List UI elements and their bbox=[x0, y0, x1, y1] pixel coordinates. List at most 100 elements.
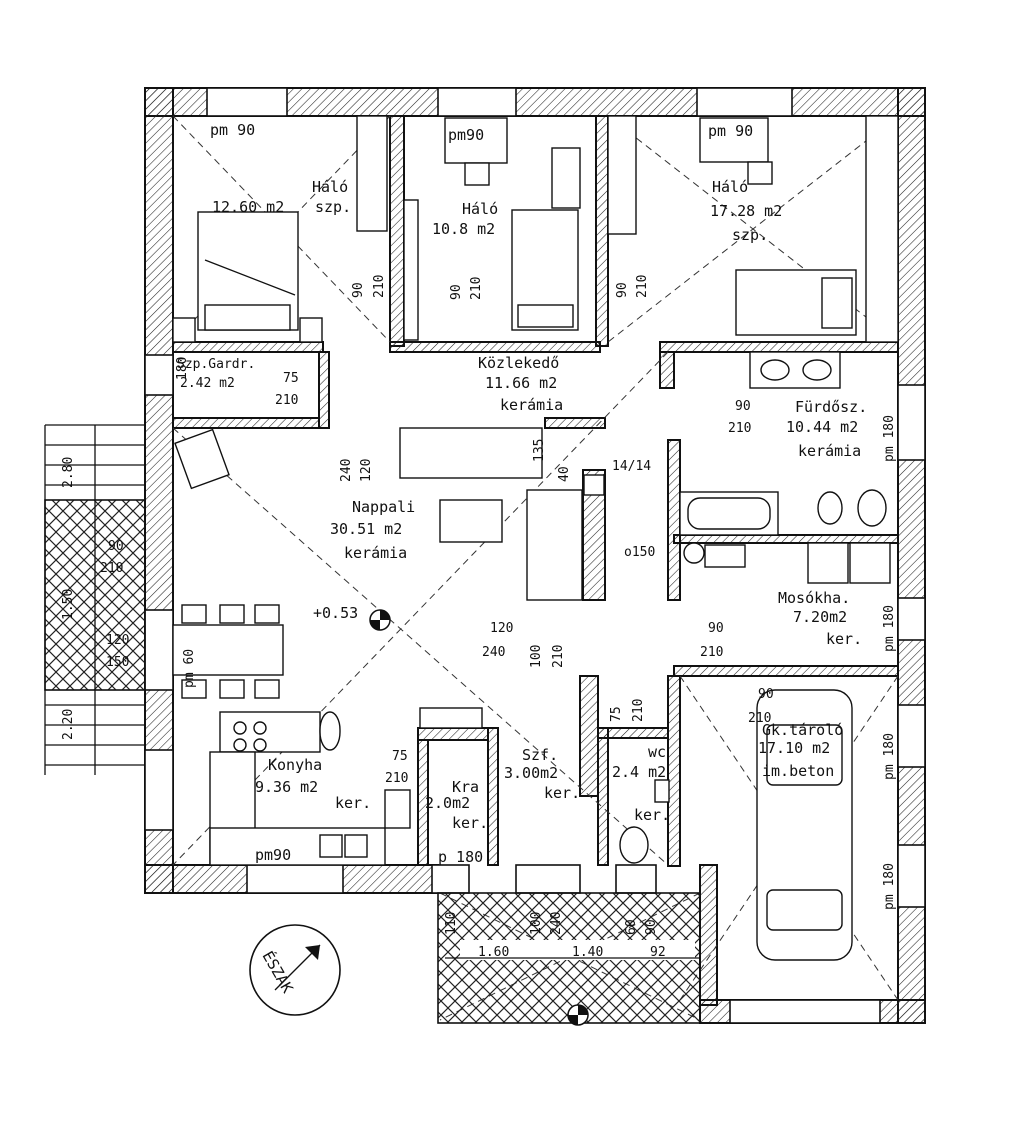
corridor-area: 11.66 m2 bbox=[485, 374, 557, 392]
room2-window: pm90 bbox=[448, 126, 484, 144]
dimension-label: 240 bbox=[482, 645, 505, 660]
dimension-label: 100 bbox=[529, 645, 544, 668]
dimension-label: 92 bbox=[650, 945, 666, 960]
pantry-window: p 180 bbox=[438, 848, 483, 866]
living-area: 30.51 m2 bbox=[330, 520, 402, 538]
garage-area: 17.10 m2 bbox=[758, 739, 830, 757]
dimension-label: 1.50 bbox=[61, 589, 76, 620]
laundry-area: 7.20m2 bbox=[793, 608, 847, 626]
front-terrace bbox=[437, 892, 701, 1026]
interior-walls bbox=[172, 115, 899, 867]
dimension-label: pm 180 bbox=[882, 863, 897, 910]
furniture bbox=[172, 115, 899, 961]
dimension-label: 210 bbox=[100, 561, 123, 576]
room3-name: Háló bbox=[712, 178, 748, 196]
dimension-label: 90 bbox=[735, 399, 751, 414]
pantry-area: 2.0m2 bbox=[425, 794, 470, 812]
room1-window: pm 90 bbox=[210, 121, 255, 139]
dimension-label: 240 bbox=[339, 459, 354, 482]
gardrobe-area: 2.42 m2 bbox=[180, 376, 235, 391]
garage-name: Gk.tároló bbox=[762, 721, 843, 739]
kitchen-name: Konyha bbox=[268, 756, 322, 774]
dimension-label: pm 180 bbox=[882, 733, 897, 780]
dimension-label: 90 bbox=[644, 919, 659, 935]
dimension-label: 40 bbox=[557, 466, 572, 482]
north-arrow: ÉSZAK bbox=[249, 924, 341, 1016]
storage-floor: ker. bbox=[544, 784, 580, 802]
storage-area: 3.00m2 bbox=[504, 764, 558, 782]
room3-area: 17.28 m2 bbox=[710, 202, 782, 220]
dimension-label: 75 bbox=[283, 371, 299, 386]
dimension-label: 120 bbox=[490, 621, 513, 636]
dimension-label: 90 bbox=[615, 282, 630, 298]
side-terrace bbox=[44, 424, 146, 775]
dimension-label: 210 bbox=[748, 711, 771, 726]
wc-area: 2.4 m2 bbox=[612, 763, 666, 781]
kitchen-floor: ker. bbox=[335, 794, 371, 812]
dimension-label: 90 bbox=[351, 282, 366, 298]
bath-area: 10.44 m2 bbox=[786, 418, 858, 436]
dimension-label: 2.20 bbox=[61, 709, 76, 740]
room3-window: pm 90 bbox=[708, 122, 753, 140]
wc-floor: ker. bbox=[634, 806, 670, 824]
dimension-label: 210 bbox=[635, 275, 650, 298]
bath-floor: kerámia bbox=[798, 442, 861, 460]
living-level: +0.53 bbox=[313, 604, 358, 622]
gardrobe-name: Szp.Gardr. bbox=[177, 357, 255, 372]
corridor-floor: kerámia bbox=[500, 396, 563, 414]
kitchen-window: pm90 bbox=[255, 846, 291, 864]
dimension-labels: 90 210 90 210 90 210 180 75 210 90 210 p… bbox=[61, 275, 897, 960]
dimension-label: 90 bbox=[449, 284, 464, 300]
dimension-label: 135 bbox=[532, 439, 547, 462]
dimension-label: 120 bbox=[106, 633, 129, 648]
dimension-label: 60 bbox=[624, 919, 639, 935]
dimension-label: 210 bbox=[631, 699, 646, 722]
corridor-name: Közlekedő bbox=[478, 354, 559, 372]
room2-area: 10.8 m2 bbox=[432, 220, 495, 238]
dimension-label: pm 60 bbox=[182, 649, 197, 688]
pantry-floor: ker. bbox=[452, 814, 488, 832]
dimension-label: 210 bbox=[700, 645, 723, 660]
laundry-floor: ker. bbox=[826, 630, 862, 648]
bath-name: Fürdősz. bbox=[795, 398, 867, 416]
dimension-label: 90 bbox=[758, 687, 774, 702]
room1-sub: szp. bbox=[315, 198, 351, 216]
dimension-label: 150 bbox=[106, 655, 129, 670]
room3-sub: szp. bbox=[732, 226, 768, 244]
dimension-label: 1.40 bbox=[572, 945, 603, 960]
room2-name: Háló bbox=[462, 200, 498, 218]
garage-floor: im.beton bbox=[762, 762, 834, 780]
dimension-label: 210 bbox=[551, 645, 566, 668]
dimension-label: 210 bbox=[385, 771, 408, 786]
dimension-label: 75 bbox=[609, 706, 624, 722]
dimension-label: pm 180 bbox=[882, 415, 897, 462]
dimension-label: 100 bbox=[529, 912, 544, 935]
dimension-label: 210 bbox=[372, 275, 387, 298]
kitchen-area: 9.36 m2 bbox=[255, 778, 318, 796]
level-marker bbox=[369, 609, 391, 631]
room1-name: Háló bbox=[312, 178, 348, 196]
dimension-label: 210 bbox=[275, 393, 298, 408]
room1-area: 12.60 m2 bbox=[212, 198, 284, 216]
storage-name: Szf. bbox=[522, 746, 558, 764]
dimension-label: o150 bbox=[624, 545, 655, 560]
dimension-label: 240 bbox=[549, 912, 564, 935]
dimension-label: 210 bbox=[469, 277, 484, 300]
dimension-label: 180 bbox=[175, 357, 190, 380]
dimension-label: 90 bbox=[108, 539, 124, 554]
dimension-label: 14/14 bbox=[612, 459, 651, 474]
dimension-label: 1.60 bbox=[478, 945, 509, 960]
dimension-label: 2.80 bbox=[61, 457, 76, 488]
living-floor: kerámia bbox=[344, 544, 407, 562]
dimension-label: 210 bbox=[728, 421, 751, 436]
dimension-label: 75 bbox=[392, 749, 408, 764]
laundry-name: Mosókha. bbox=[778, 589, 850, 607]
dimension-label: 120 bbox=[359, 459, 374, 482]
room-labels: pm 90 Háló szp. 12.60 m2 pm90 Háló 10.8 … bbox=[177, 121, 867, 866]
living-name: Nappali bbox=[352, 498, 415, 516]
wc-name: wc bbox=[648, 743, 666, 761]
pantry-name: Kra bbox=[452, 778, 479, 796]
dimension-label: pm 180 bbox=[882, 605, 897, 652]
dimension-label: 90 bbox=[708, 621, 724, 636]
